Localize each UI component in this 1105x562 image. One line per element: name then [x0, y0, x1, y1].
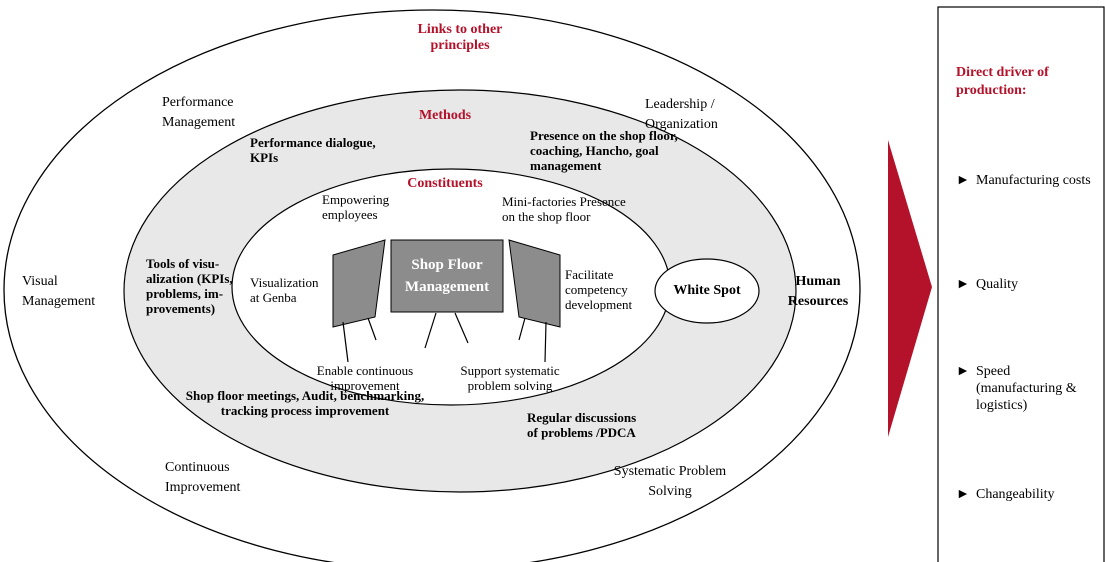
panel-item-label: Changeability — [976, 487, 1055, 502]
white-spot-ellipse — [654, 258, 760, 324]
white-spot-label: White Spot — [673, 283, 741, 298]
panel-item-label: Quality — [976, 277, 1018, 292]
link-human-resources: Human Resources — [787, 274, 849, 309]
triangle-bullet-icon: ► — [956, 173, 970, 188]
method-performance-dialogue: Performance dialogue, KPIs — [250, 135, 376, 165]
panel-item-label: Manufacturing costs — [976, 173, 1091, 188]
inner-ring-title: Constituents — [407, 176, 483, 191]
arrow-right-icon — [888, 140, 932, 437]
panel-item-manufacturing-costs: ► Manufacturing costs — [956, 172, 1101, 212]
panel-title: Direct driver of production: — [956, 65, 1049, 98]
panel-item-quality: ► Quality — [956, 276, 1101, 296]
outer-ring-title: Links to other principles — [417, 22, 503, 53]
constituent-enable-ci: Enable continuous improvement — [316, 363, 414, 393]
triangle-bullet-icon: ► — [956, 277, 970, 292]
constituent-visualization-genba: Visualization at Genba — [250, 275, 319, 305]
middle-ring-title: Methods — [418, 108, 472, 123]
triangle-bullet-icon: ► — [956, 364, 970, 379]
method-regular-discussions: Regular discussions of problems /PDCA — [527, 410, 637, 440]
link-leadership: Leadership / Organization — [645, 97, 718, 132]
panel-item-speed: ► Speed (manufacturing & logistics) — [956, 363, 1101, 423]
method-shop-floor-meetings: Shop floor meetings, Audit, benchmarking… — [185, 388, 425, 418]
link-systematic-problem-solving: Systematic Problem Solving — [613, 464, 727, 499]
method-presence: Presence on the shop floor, coaching, Ha… — [530, 128, 678, 173]
right-board-icon — [508, 239, 561, 363]
method-tools-visualization: Tools of visu-alization (KPIs, problems,… — [146, 256, 233, 316]
constituent-support-sps: Support systematic problem solving — [460, 363, 560, 393]
center-board-icon — [390, 239, 504, 349]
center-title: Shop Floor Management — [404, 257, 490, 295]
constituent-facilitate: Facilitate competency development — [565, 267, 633, 312]
driver-panel-box — [937, 6, 1105, 562]
triangle-bullet-icon: ► — [956, 487, 970, 502]
link-visual-management: Visual Management — [22, 274, 96, 309]
constituent-mini-factories: Mini-factories Presence on the shop floo… — [502, 194, 626, 224]
link-continuous-improvement: Continuous Improvement — [165, 460, 241, 495]
panel-item-label: Speed (manufacturing & logistics) — [976, 364, 1077, 413]
panel-item-changeability: ► Changeability — [956, 486, 1101, 506]
constituent-empowering: Empowering employees — [322, 192, 390, 222]
left-board-icon — [332, 239, 386, 363]
link-performance-management: Performance Management — [162, 95, 236, 130]
